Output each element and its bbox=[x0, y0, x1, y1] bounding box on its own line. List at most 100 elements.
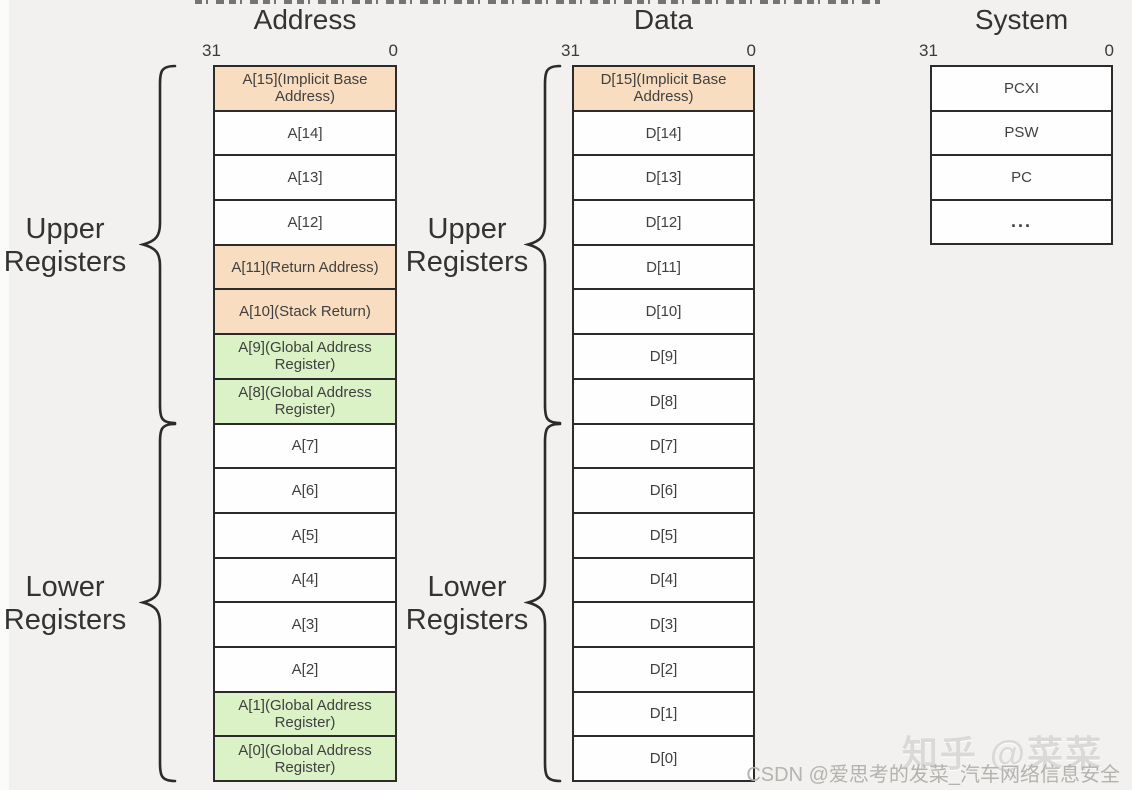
data-upper-registers-label: Upper Registers bbox=[394, 213, 540, 279]
group-label-line: Upper bbox=[25, 213, 105, 245]
register-cell-label: A[15](Implicit Base Address) bbox=[242, 71, 368, 106]
register-cell-label: A[0](Global Address Register) bbox=[238, 741, 372, 776]
register-cell: PC bbox=[932, 154, 1111, 199]
register-cell-label: A[7] bbox=[291, 437, 319, 455]
column-system: PCXI PSW PC... bbox=[930, 65, 1113, 245]
register-cell: D[4] bbox=[574, 556, 753, 602]
register-cell-label: A[6] bbox=[291, 482, 319, 500]
register-cell: A[4] bbox=[215, 556, 395, 602]
register-cell: D[14] bbox=[574, 109, 753, 155]
group-label-line: Lower bbox=[25, 571, 105, 603]
register-cell: D[13] bbox=[574, 154, 753, 199]
register-cell: ... bbox=[932, 198, 1111, 244]
bit-0-label: 0 bbox=[388, 41, 398, 60]
register-cell: A[14] bbox=[215, 109, 395, 155]
register-cell: D[6] bbox=[574, 467, 753, 512]
register-cell-label: D[2] bbox=[649, 660, 678, 678]
group-label-line: Registers bbox=[405, 604, 529, 636]
register-cell: A[11](Return Address) bbox=[215, 243, 395, 289]
register-cell-label: A[13] bbox=[287, 169, 323, 187]
register-cell-label: A[5] bbox=[291, 526, 319, 544]
register-cell-label: D[1] bbox=[649, 705, 678, 723]
register-cell: A[12] bbox=[215, 199, 395, 244]
register-cell: A[15](Implicit Base Address) bbox=[215, 67, 395, 110]
bit-0-label: 0 bbox=[746, 41, 756, 60]
register-cell-label: D[15](Implicit Base Address) bbox=[600, 71, 727, 106]
register-cell: A[1](Global Address Register) bbox=[215, 690, 395, 736]
register-cell-label: D[5] bbox=[649, 526, 678, 544]
register-cell: D[3] bbox=[574, 601, 753, 646]
bit-31-label: 31 bbox=[919, 41, 938, 60]
page-edge-strip bbox=[0, 0, 9, 790]
address-column-title: Address bbox=[253, 4, 357, 35]
zhihu-watermark: 知乎 @菜菜 bbox=[901, 733, 1103, 774]
csdn-watermark: CSDN @爱思考的发菜_汽车网络信息安全 bbox=[746, 764, 1120, 786]
register-cell-label: D[10] bbox=[645, 303, 682, 321]
column-data: D[15](Implicit Base Address)D[14]D[13] D[… bbox=[572, 65, 755, 782]
address-upper-registers-label: Upper Registers bbox=[0, 213, 138, 279]
register-cell: D[10] bbox=[574, 288, 753, 333]
register-cell-label: PSW bbox=[1004, 124, 1039, 142]
register-cell: A[8](Global Address Register) bbox=[215, 377, 395, 423]
register-cell: D[7] bbox=[574, 422, 753, 468]
register-cell-label: A[2] bbox=[291, 660, 319, 678]
register-cell-label: D[6] bbox=[649, 482, 678, 500]
register-cell-label: A[11](Return Address) bbox=[231, 258, 379, 276]
system-column-title: System bbox=[974, 4, 1069, 35]
register-cell-label: D[3] bbox=[649, 616, 678, 634]
register-cell: A[2] bbox=[215, 645, 395, 691]
register-cell-label: A[12] bbox=[287, 213, 323, 231]
bit-0-label: 0 bbox=[1104, 41, 1114, 60]
bit-31-label: 31 bbox=[202, 41, 221, 60]
register-cell-label: D[9] bbox=[649, 347, 678, 365]
register-cell-label: PC bbox=[1011, 168, 1032, 186]
column-address: A[15](Implicit Base Address) A[14] A[13] A[… bbox=[213, 65, 397, 782]
register-cell-label: D[12] bbox=[645, 213, 682, 231]
data-lower-registers-label: Lower Registers bbox=[394, 571, 540, 637]
register-cell: A[6] bbox=[215, 467, 395, 512]
group-label-line: Registers bbox=[405, 246, 529, 278]
register-cell-label: D[11] bbox=[646, 258, 681, 276]
data-bit-range: 31 0 bbox=[561, 40, 756, 62]
register-cell: A[9](Global Address Register) bbox=[215, 333, 395, 378]
register-cell: A[0](Global Address Register) bbox=[215, 735, 395, 780]
register-cell: PSW bbox=[932, 109, 1111, 155]
register-cell-label: D[0] bbox=[649, 750, 678, 768]
register-cell: D[5] bbox=[574, 511, 753, 557]
address-upper-brace bbox=[139, 64, 177, 425]
data-lower-brace bbox=[524, 422, 562, 783]
address-bit-range: 31 0 bbox=[202, 40, 398, 62]
register-cell: PCXI bbox=[932, 67, 1111, 110]
register-cell: D[9] bbox=[574, 333, 753, 378]
register-cell-label: A[10](Stack Return) bbox=[239, 303, 371, 321]
register-cell-label: A[9](Global Address Register) bbox=[238, 339, 372, 374]
register-cell-label: A[14] bbox=[287, 124, 323, 142]
address-lower-registers-label: Lower Registers bbox=[0, 571, 138, 637]
register-cell: D[11] bbox=[574, 243, 753, 289]
group-label-line: Registers bbox=[3, 246, 127, 278]
register-cell: D[12] bbox=[574, 199, 753, 244]
register-cell-label: A[8](Global Address Register) bbox=[238, 384, 372, 419]
register-cell-label: D[8] bbox=[649, 392, 678, 410]
register-cell-label: A[4] bbox=[291, 571, 319, 589]
group-label-line: Registers bbox=[3, 604, 127, 636]
bit-31-label: 31 bbox=[561, 41, 580, 60]
data-upper-brace bbox=[524, 64, 562, 425]
register-cell: A[10](Stack Return) bbox=[215, 288, 395, 334]
system-bit-range: 31 0 bbox=[919, 40, 1114, 62]
register-cell: A[13] bbox=[215, 154, 395, 199]
register-cell: D[8] bbox=[574, 377, 753, 423]
group-label-line: Lower bbox=[427, 571, 507, 603]
register-cell-label: D[7] bbox=[649, 437, 678, 455]
register-cell-label: A[3] bbox=[291, 616, 319, 634]
address-lower-brace bbox=[139, 422, 177, 783]
register-cell: A[7] bbox=[215, 422, 395, 468]
register-cell-label: ... bbox=[1010, 211, 1032, 232]
register-cell: D[2] bbox=[574, 645, 753, 691]
register-cell-label: D[4] bbox=[649, 571, 678, 589]
register-cell-label: A[1](Global Address Register) bbox=[238, 696, 372, 731]
register-cell: D[1] bbox=[574, 690, 753, 736]
register-cell: A[3] bbox=[215, 601, 395, 646]
group-label-line: Upper bbox=[427, 213, 507, 245]
cropped-text-artifact bbox=[195, 0, 880, 4]
